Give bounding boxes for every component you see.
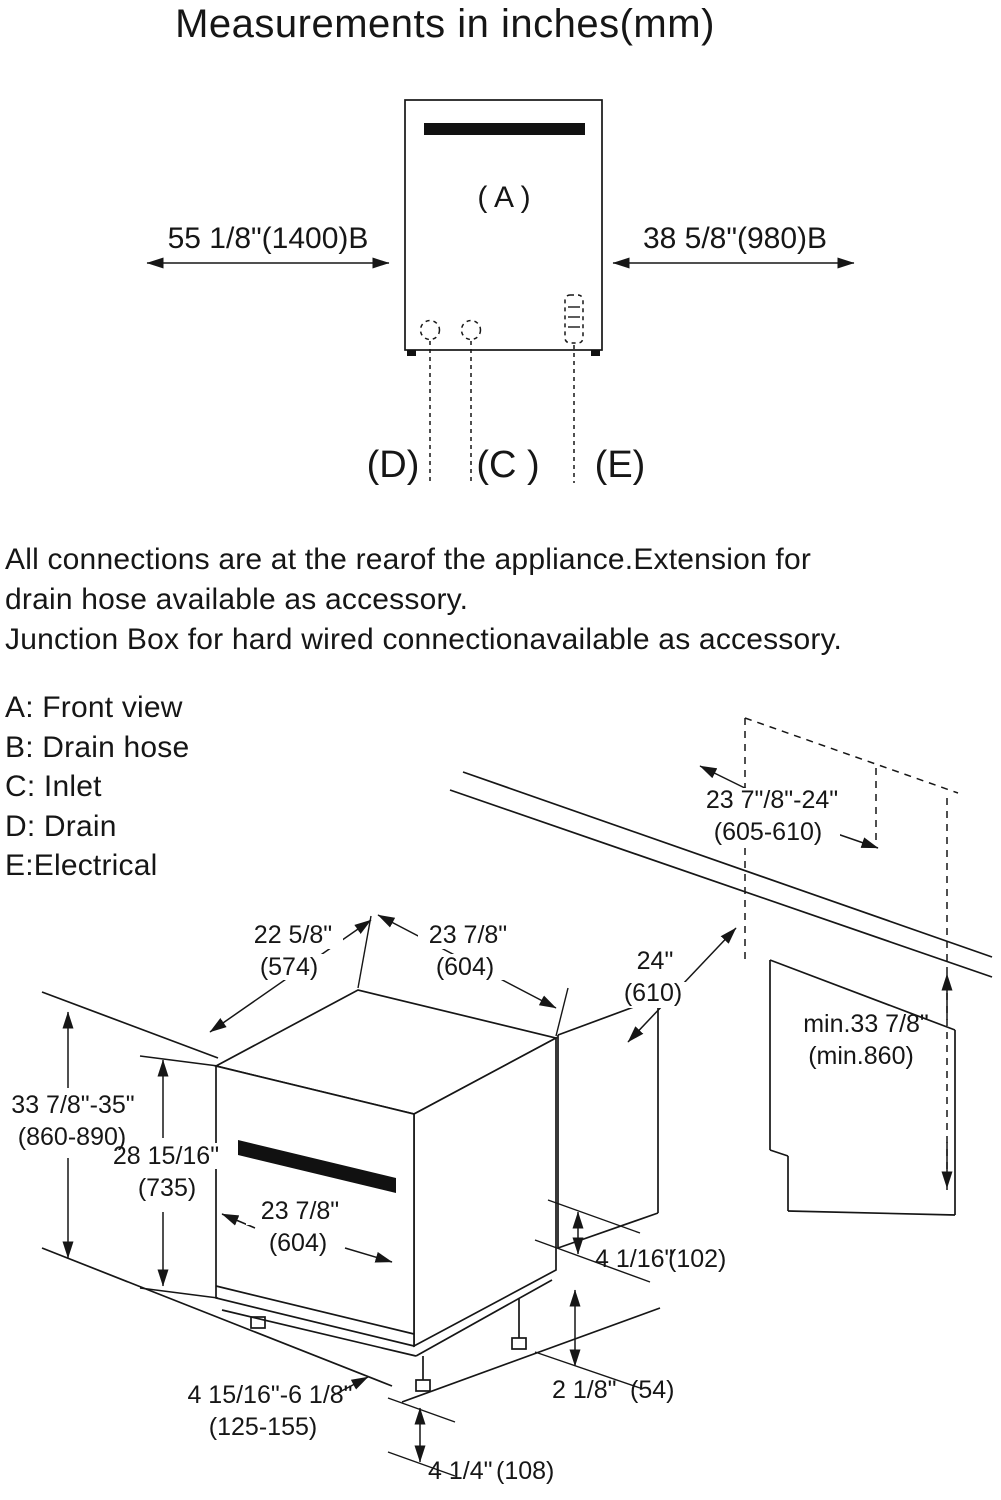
dim-top-width-in: 23 7/8" (429, 921, 507, 949)
dim-door-width-mm: (604) (269, 1229, 327, 1257)
base-side-line (415, 1279, 553, 1357)
dim-counter-depth-in: 24" (637, 947, 674, 975)
dim-min-height-in: min.33 7/8" (803, 1010, 929, 1038)
dim-top-width-mm: (604) (436, 953, 494, 981)
dim-top-depth-in: 22 5/8" (254, 921, 332, 949)
door-width-arrow-left (221, 1213, 256, 1229)
dishwasher-body (213, 989, 559, 1392)
appliance-outline (404, 99, 603, 351)
dim-kick-height-mm: (102) (668, 1245, 726, 1273)
note-line-2: drain hose available as accessory. (5, 583, 469, 616)
installation-diagram: 22 5/8" (574) 23 7/8" (604) 24" (610) 23… (2, 717, 993, 1485)
dim-base-height-in: 4 1/4" (428, 1457, 492, 1485)
door-handle-bar (238, 1140, 396, 1193)
legend-item-d: D: Drain (5, 809, 117, 843)
drain-port-icon (419, 319, 441, 341)
control-panel-bar (424, 123, 585, 135)
dim-counter-depth-mm: (610) (624, 979, 682, 1007)
dim-foot-range-mm: (125-155) (209, 1413, 317, 1441)
dim-base-height-mm: (108) (496, 1457, 554, 1485)
notes-block: All connections are at the rearof the ap… (5, 540, 842, 660)
adjustable-feet (250, 1299, 527, 1392)
label-c: (C ) (476, 444, 539, 486)
legend-item-a: A: Front view (5, 691, 183, 724)
middle-support-panel (557, 997, 659, 1249)
door-width-arrow-right (344, 1247, 393, 1263)
foot-range-arrow (331, 1376, 369, 1397)
appliance-front (404, 99, 603, 356)
dim-top-depth-mm: (574) (260, 953, 318, 981)
electrical-connector-icon (564, 294, 584, 344)
label-d: (D) (367, 444, 420, 486)
label-backgrounds (2, 788, 848, 1256)
dim-niche-height-mm: (860-890) (18, 1123, 126, 1151)
dim-toe-depth-mm: (54) (630, 1376, 674, 1404)
dim-body-height-mm: (735) (138, 1174, 196, 1202)
hose-length-dimensions: 55 1/8"(1400)B 38 5/8"(980)B (146, 222, 855, 269)
front-view-diagram: 55 1/8"(1400)B 38 5/8"(980)B ( A ) (D) (… (146, 99, 855, 486)
dim-right-hose: 38 5/8"(980)B (643, 222, 827, 255)
dim-niche-depth-in: 23 7"/8"-24" (706, 786, 838, 814)
dim-door-width-in: 23 7/8" (261, 1197, 339, 1225)
inlet-port-icon (460, 319, 482, 341)
dim-foot-range-in: 4 15/16"-6 1/8" (187, 1381, 352, 1409)
legend-block: A: Front view B: Drain hose C: Inlet D: … (5, 688, 189, 886)
dimension-labels: 22 5/8" (574) 23 7/8" (604) 24" (610) 23… (11, 786, 929, 1485)
counter-and-floor-lines (41, 771, 993, 1403)
right-cabinet-panel (769, 959, 956, 1216)
dim-kick-height-in: 4 1/16" (595, 1245, 673, 1273)
label-a: ( A ) (477, 181, 530, 214)
dim-left-hose: 55 1/8"(1400)B (168, 222, 369, 255)
right-foot (591, 350, 600, 356)
legend-item-b: B: Drain hose (5, 730, 190, 764)
note-line-3: Junction Box for hard wired connectionav… (5, 623, 843, 656)
dim-niche-depth-mm: (605-610) (714, 818, 822, 846)
note-line-1: All connections are at the rearof the ap… (5, 543, 812, 576)
dim-toe-depth-in: 2 1/8" (552, 1376, 616, 1404)
dim-min-height-mm: (min.860) (808, 1042, 914, 1070)
legend-item-e: E:Electrical (5, 849, 158, 882)
dim-body-height-in: 28 15/16" (113, 1142, 219, 1170)
dim-niche-height-in: 33 7/8"-35" (11, 1091, 134, 1119)
page-title: Measurements in inches(mm) (175, 2, 715, 46)
legend-item-c: C: Inlet (5, 770, 102, 803)
door-seam-line (215, 1285, 415, 1335)
connection-leader-lines (429, 341, 575, 483)
left-foot (407, 350, 416, 356)
label-e: (E) (595, 444, 646, 486)
